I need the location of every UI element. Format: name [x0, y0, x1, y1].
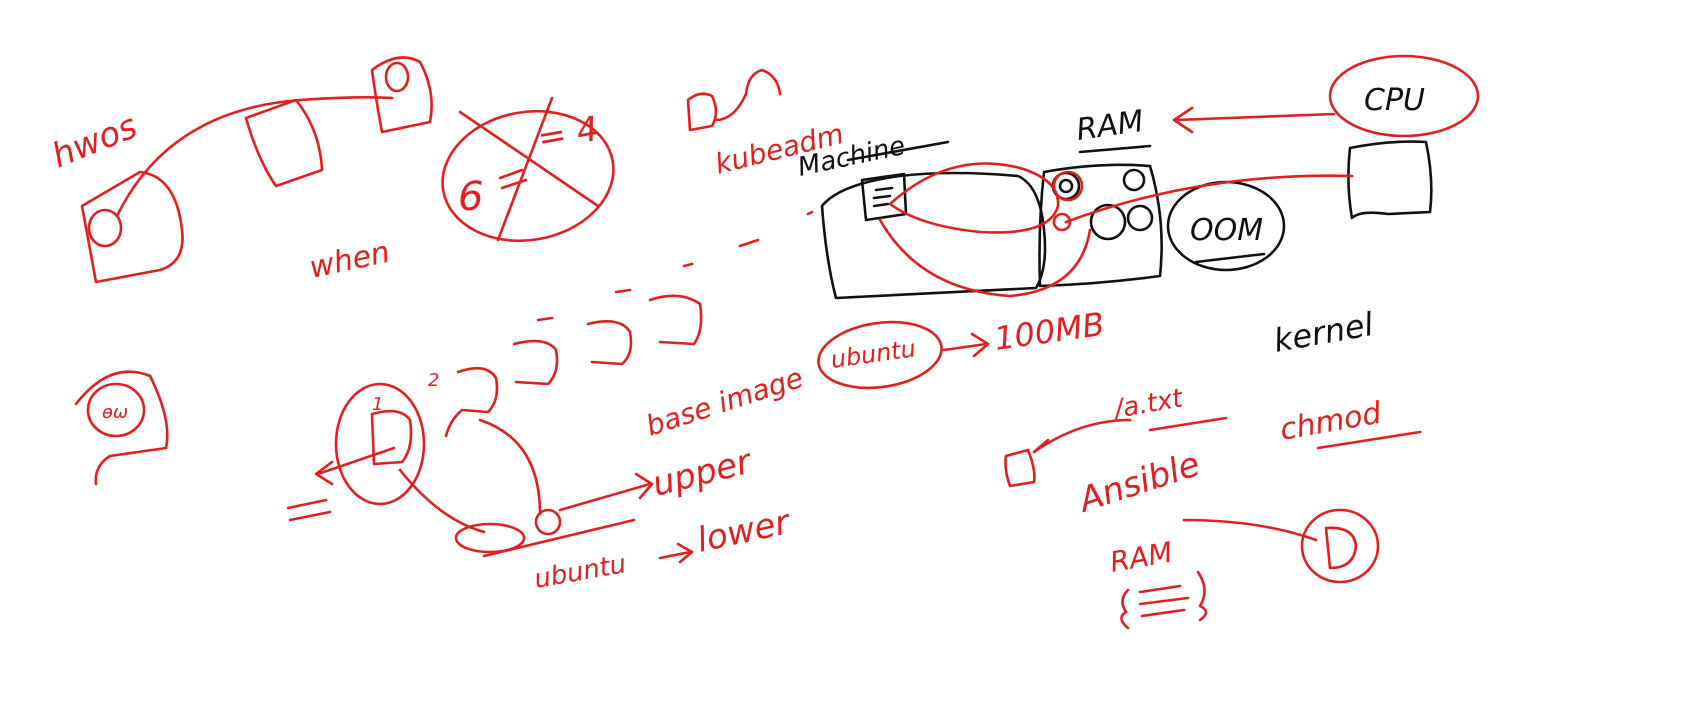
- face-circle: [86, 382, 146, 438]
- arrow-cpu-to-ram: [1172, 106, 1336, 134]
- ram-bracket: [1120, 570, 1208, 630]
- red-ring-chip: [1052, 170, 1084, 202]
- face-mark: ɵω: [102, 402, 128, 423]
- label-six: 6: [458, 174, 483, 220]
- label-ubuntu-bottom: ubuntu: [532, 549, 628, 595]
- ram-chip-1-inner: [1058, 178, 1074, 194]
- oval-equation: [441, 109, 615, 243]
- red-wire-cpu: [1064, 174, 1354, 224]
- label-ansible: Ansible: [1073, 444, 1205, 521]
- cross-equals-strike: [498, 168, 528, 190]
- arrow-to-file: [1032, 418, 1132, 454]
- label-cpu: CPU: [1364, 83, 1425, 118]
- a-txt-underline: [1148, 416, 1228, 432]
- box-bottom-left: [80, 170, 184, 284]
- file-shape: [1004, 448, 1036, 488]
- label-num-two: 2: [428, 370, 439, 391]
- label-lower: lower: [694, 502, 795, 561]
- ram-chip-3: [1089, 203, 1127, 241]
- layer-box-3: [512, 339, 559, 386]
- connector-layers: [398, 418, 542, 534]
- label-ubuntu-circled: ubuntu: [829, 334, 918, 374]
- oom-underline: [1194, 252, 1266, 264]
- ram-target-shape: [1324, 526, 1358, 570]
- link-curve: [116, 96, 394, 216]
- red-node: [1052, 212, 1072, 232]
- circle-in-top-box: [384, 61, 410, 93]
- red-wire-machine-ram: [888, 162, 1060, 234]
- label-upper: upper: [649, 441, 757, 504]
- machine-inner-lines: [872, 186, 894, 208]
- ram-chip-4: [1126, 204, 1154, 232]
- face-box: [74, 370, 169, 486]
- layer-circle-one: [334, 382, 426, 506]
- ubuntu-oval: [817, 320, 943, 390]
- circle-in-box: [87, 208, 123, 248]
- chmod-underline: [1316, 430, 1422, 450]
- label-num-one: 1: [372, 394, 383, 415]
- equals-left: [286, 498, 332, 522]
- base-oval-left: [454, 522, 526, 554]
- dash-marks: [536, 210, 814, 322]
- ram-board: [1038, 163, 1163, 288]
- label-oom: OOM: [1190, 213, 1263, 248]
- ram-target-circle: [1300, 508, 1380, 584]
- label-ram-bottom: RAM: [1107, 535, 1175, 578]
- ram-underline: [1078, 144, 1152, 154]
- box-top-right: [370, 56, 433, 134]
- ram-link-curve: [1182, 518, 1318, 542]
- ram-chip-2: [1122, 168, 1146, 192]
- arrow-left-out: [314, 446, 396, 486]
- ram-lines: [1138, 584, 1190, 618]
- label-ram-top: RAM: [1074, 104, 1146, 148]
- box-middle: [244, 98, 324, 188]
- cross-line-b: [496, 96, 554, 242]
- label-kernel: kernel: [1271, 305, 1376, 360]
- base-circle-right: [534, 508, 562, 536]
- cpu-oval: [1328, 54, 1480, 138]
- red-wire-loop: [878, 218, 1092, 298]
- arrow-to-lower: [658, 542, 694, 564]
- label-when: when: [306, 235, 393, 286]
- layer-box-1: [370, 409, 413, 466]
- layer-box-4: [586, 320, 633, 366]
- kubeadm-sketch: [686, 68, 782, 132]
- machine-underline: [846, 140, 950, 162]
- cpu-box: [1347, 140, 1433, 220]
- label-base-image: base image: [642, 361, 807, 443]
- arrow-to-100mb: [942, 332, 990, 358]
- underline-base: [482, 518, 636, 558]
- arrow-to-upper: [558, 472, 654, 512]
- label-100mb: 100MB: [992, 305, 1107, 358]
- layer-box-2: [444, 366, 499, 438]
- layer-box-5: [648, 294, 703, 346]
- label-a-txt: /a.txt: [1110, 383, 1186, 425]
- machine-box: [820, 171, 1047, 300]
- label-hwos: hwos: [46, 106, 142, 176]
